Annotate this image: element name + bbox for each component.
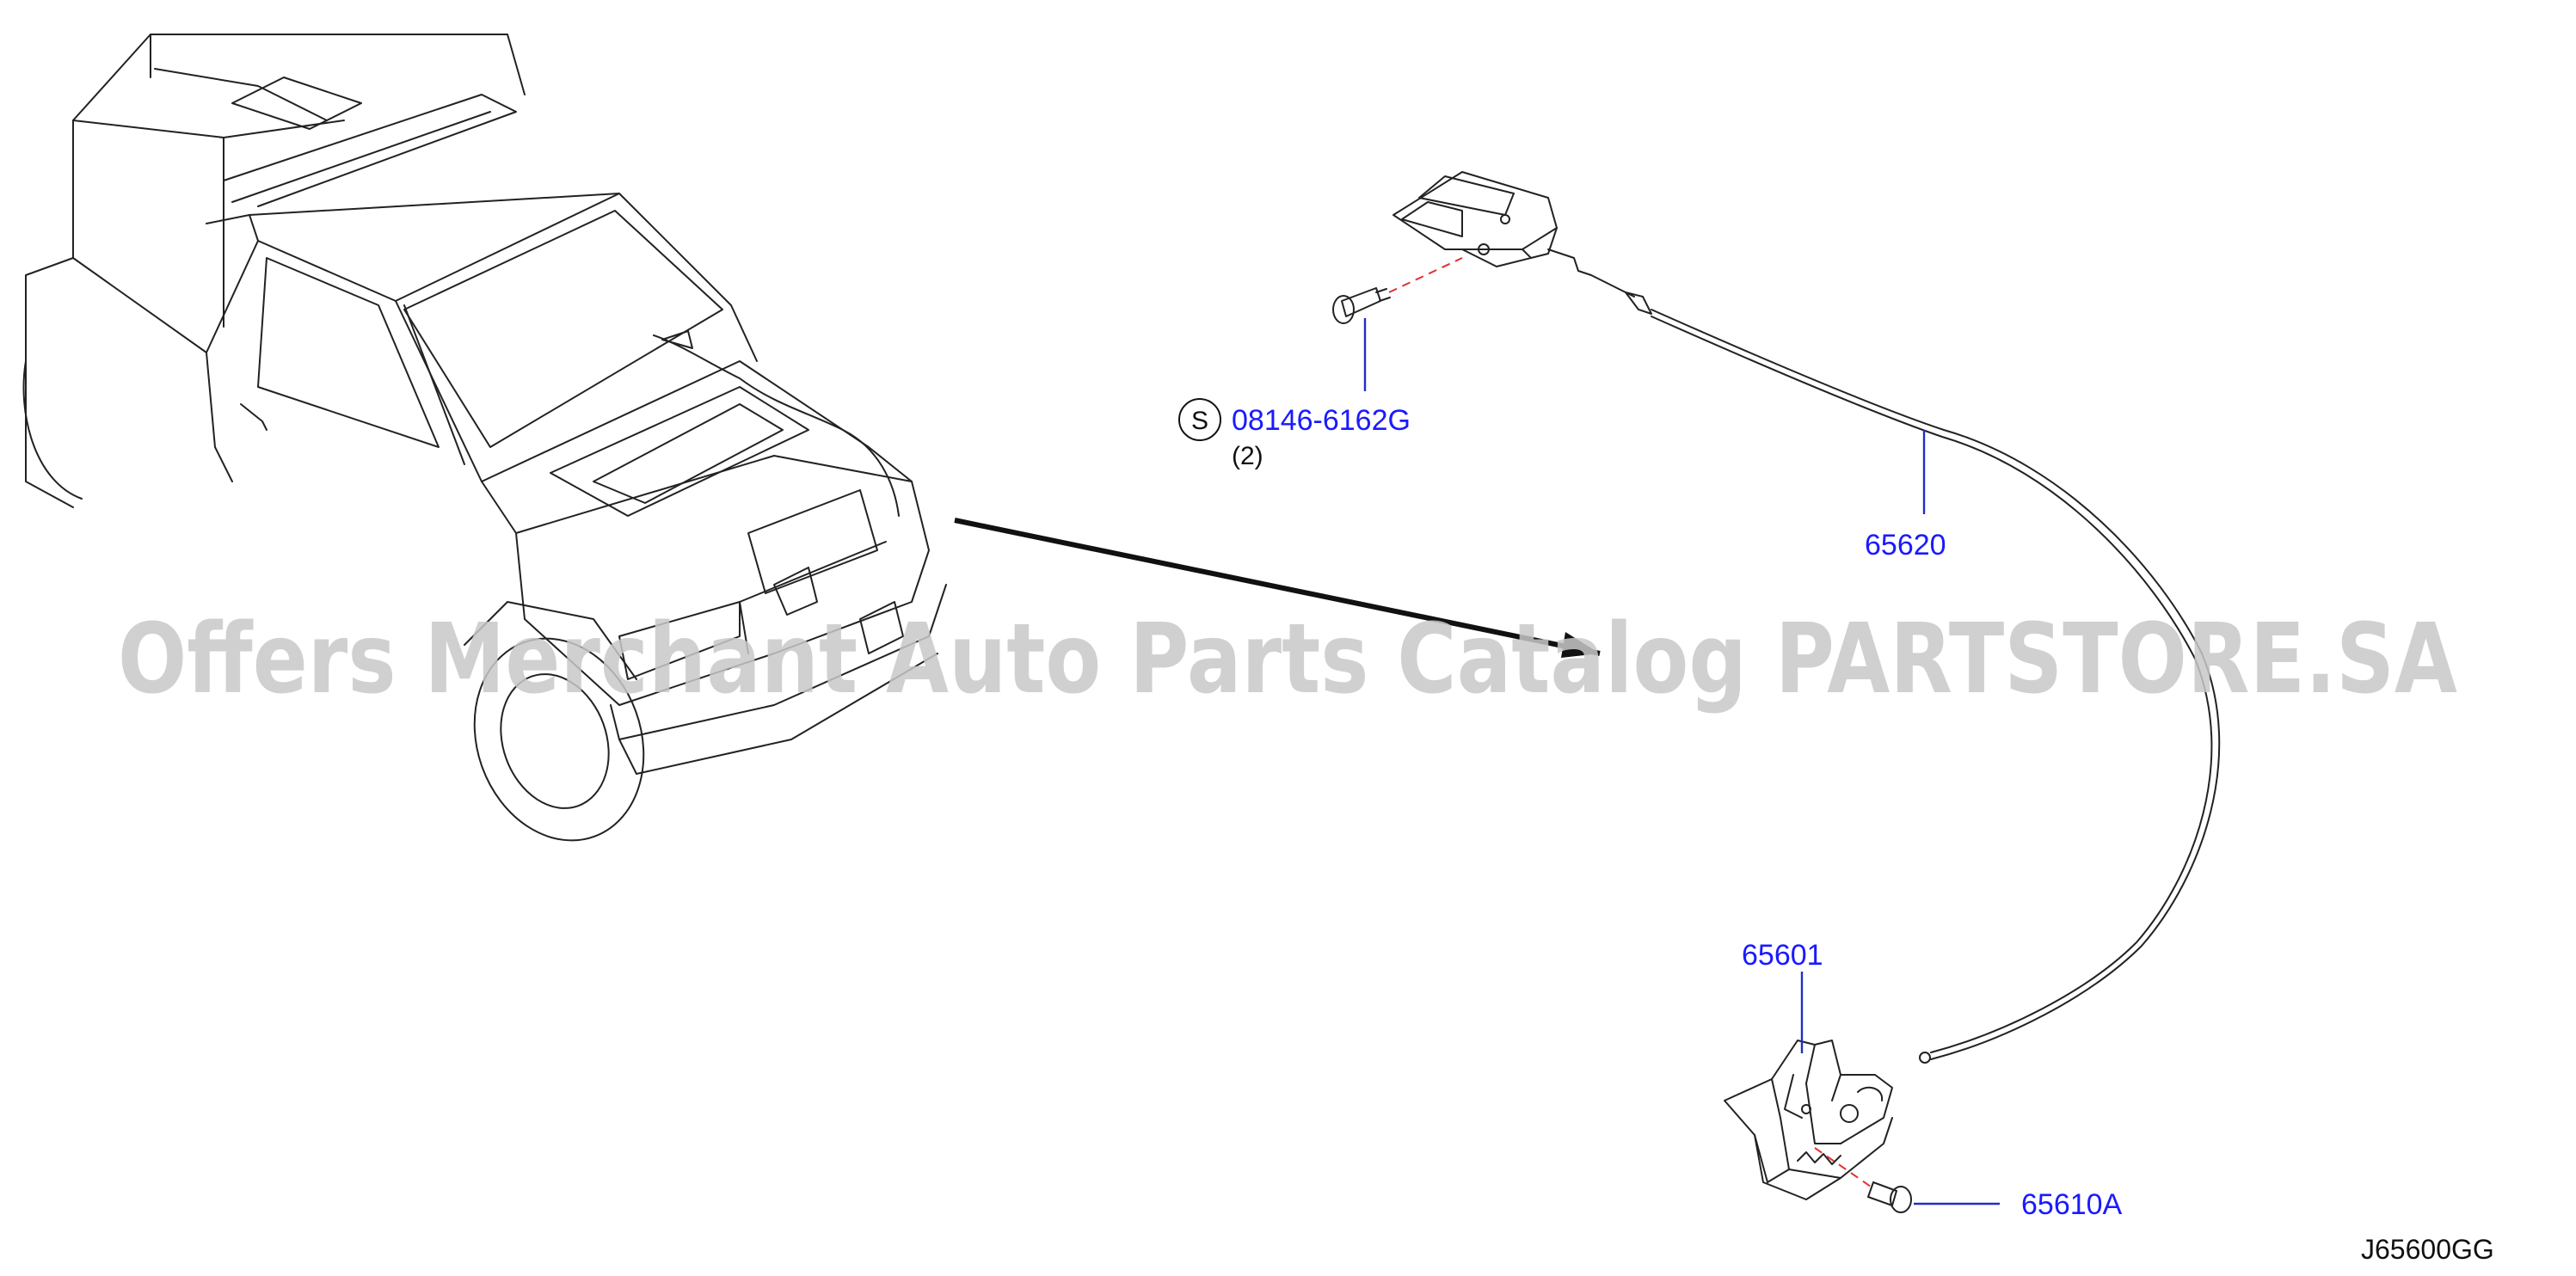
bolt-quantity: (2) bbox=[1232, 442, 1263, 470]
hood-release-cable bbox=[1651, 309, 2221, 1060]
lock-bolt-icon bbox=[1867, 1181, 1912, 1213]
lock-part-number[interactable]: 65601 bbox=[1742, 939, 1823, 972]
detail-leader-arrowhead bbox=[1561, 632, 1600, 658]
standard-part-symbol-icon bbox=[1178, 398, 1221, 441]
bolt-part-number[interactable]: 08146-6162G bbox=[1232, 404, 1411, 437]
vehicle-illustration bbox=[22, 34, 947, 842]
cable-end-fitting-icon bbox=[1919, 1052, 1931, 1064]
bolt-alignment-dash bbox=[1388, 257, 1463, 293]
lock-bolt-alignment-dash bbox=[1814, 1147, 1872, 1187]
hood-lock-assembly bbox=[1724, 1040, 1893, 1200]
lock-bolt-part-number[interactable]: 65610A bbox=[2021, 1188, 2123, 1221]
cable-part-number[interactable]: 65620 bbox=[1865, 529, 1946, 561]
hood-release-cable-inner bbox=[1651, 316, 2213, 1053]
hood-release-handle bbox=[1393, 171, 1652, 315]
diagram-reference: J65600GG bbox=[2361, 1234, 2494, 1265]
detail-leader-line bbox=[954, 518, 1601, 656]
watermark: Offers Merchant Auto Parts Catalog PARTS… bbox=[118, 604, 2457, 715]
bolt-icon bbox=[1332, 287, 1391, 324]
standard-part-symbol: S bbox=[1191, 407, 1208, 435]
